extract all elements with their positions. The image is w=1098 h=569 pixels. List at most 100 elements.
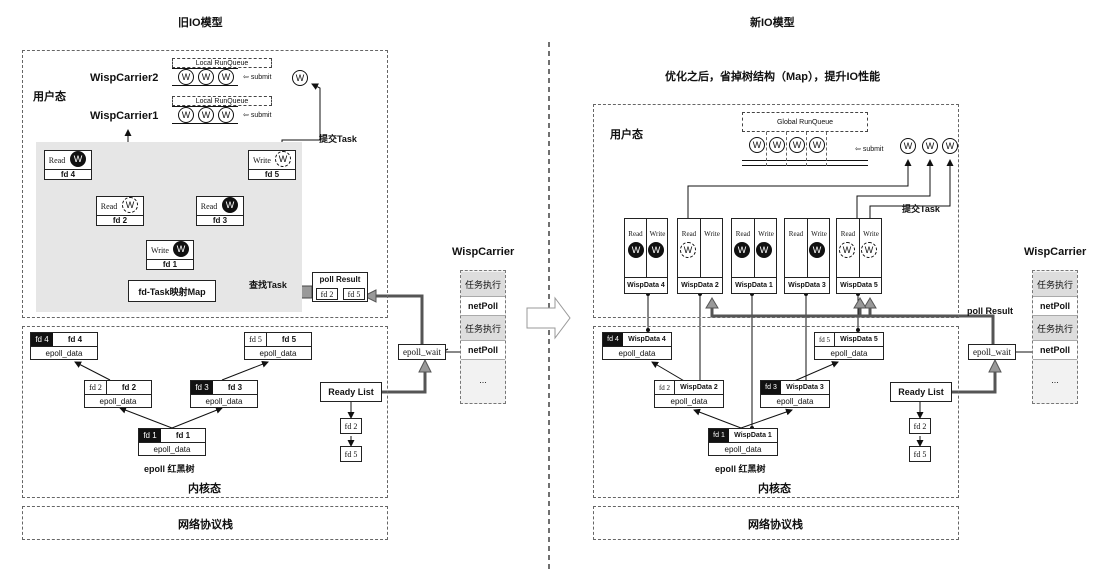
right-carrier-ellipsis: ... xyxy=(1051,375,1059,385)
left-carrier-ellipsis: ... xyxy=(479,375,487,385)
wd4-read: Read xyxy=(628,230,643,238)
left-ready-fd5: fd 5 xyxy=(340,446,362,462)
wd1-w-read: W xyxy=(734,242,750,258)
right-submitted-w3: W xyxy=(942,138,958,154)
runqueue-1-slots xyxy=(172,106,238,124)
kfd1-black: fd 1 xyxy=(139,429,161,442)
left-wisp-carrier-title: WispCarrier xyxy=(452,246,515,258)
kfd1-data: epoll_data xyxy=(139,442,205,455)
rkfd2-white: fd 2 xyxy=(655,381,675,394)
fd3-w: W xyxy=(222,197,238,213)
rkfd3-label: WispData 3 xyxy=(786,384,824,391)
left-submit-task: 提交Task xyxy=(319,134,357,144)
left-ready-fd2: fd 2 xyxy=(340,418,362,434)
right-wisp-carrier-title: WispCarrier xyxy=(1024,246,1087,258)
global-runqueue-body xyxy=(742,132,868,166)
map-node-fd4: Read fd 4 xyxy=(44,150,92,180)
right-net-stack xyxy=(593,506,959,540)
rkernel-node-fd1: fd 1 WispData 1 epoll_data xyxy=(708,428,778,456)
rkfd1-data: epoll_data xyxy=(709,442,777,455)
rkernel-node-fd5: fd 5 WispData 5 epoll_data xyxy=(814,332,884,360)
find-task-label: 查找Task xyxy=(249,280,287,290)
left-epoll-wait: epoll_wait xyxy=(398,344,446,360)
local-runqueue-1: Local RunQueue xyxy=(172,96,272,106)
rkfd3-data: epoll_data xyxy=(761,394,829,407)
wd2-label: WispData 2 xyxy=(678,277,722,293)
wd5-write: Write xyxy=(863,230,879,238)
rkernel-node-fd4: fd 4 WispData 4 epoll_data xyxy=(602,332,672,360)
left-net-label: 网络协议栈 xyxy=(178,519,233,531)
right-submit-text: submit xyxy=(862,146,884,153)
left-carrier-netpoll1: netPoll xyxy=(461,296,505,316)
left-poll-result: poll Result fd 2 fd 5 xyxy=(312,272,368,302)
right-submitted-w1: W xyxy=(900,138,916,154)
rkfd5-label: WispData 5 xyxy=(840,336,878,343)
grq-div1 xyxy=(766,132,767,166)
submit-label-1: ⇦ submit xyxy=(243,112,272,119)
fd-task-map: fd-Task映射Map xyxy=(128,280,216,302)
carrier1-label: WispCarrier1 xyxy=(90,110,159,122)
rkfd2-label: WispData 2 xyxy=(680,384,718,391)
kernel-node-fd1: fd 1 fd 1 epoll_data xyxy=(138,428,206,456)
fd2-w: W xyxy=(122,197,138,213)
runqueue2-w2: W xyxy=(198,69,214,85)
grq-w1: W xyxy=(749,137,765,153)
right-submitted-w2: W xyxy=(922,138,938,154)
kfd4-black: fd 4 xyxy=(31,333,53,346)
left-carrier-task1: 任务执行 xyxy=(461,272,505,296)
kfd2-label: fd 2 xyxy=(121,383,137,392)
rkernel-node-fd3: fd 3 WispData 3 epoll_data xyxy=(760,380,830,408)
rkernel-node-fd2: fd 2 WispData 2 epoll_data xyxy=(654,380,724,408)
kfd5-white: fd 5 xyxy=(245,333,267,346)
right-submit-task: 提交Task xyxy=(902,204,940,214)
right-ready-fd5: fd 5 xyxy=(909,446,931,462)
rkfd4-black: fd 4 xyxy=(603,333,623,346)
fd3-read: Read xyxy=(200,201,218,211)
left-ready-list: Ready List xyxy=(320,382,382,402)
right-ready-list: Ready List xyxy=(890,382,952,402)
kfd5-label: fd 5 xyxy=(281,335,297,344)
wd1-w-write: W xyxy=(756,242,772,258)
global-runqueue: Global RunQueue xyxy=(742,112,868,132)
right-carrier-netpoll1: netPoll xyxy=(1033,296,1077,316)
kfd3-black: fd 3 xyxy=(191,381,213,394)
kernel-node-fd5: fd 5 fd 5 epoll_data xyxy=(244,332,312,360)
kernel-node-fd2: fd 2 fd 2 epoll_data xyxy=(84,380,152,408)
right-user-space xyxy=(593,104,959,318)
left-carrier-task2: 任务执行 xyxy=(461,316,505,340)
fd1-w: W xyxy=(173,241,189,257)
right-title: 新IO模型 xyxy=(750,17,795,29)
map-node-fd3: Read fd 3 xyxy=(196,196,244,226)
runqueue1-w1: W xyxy=(178,107,194,123)
grq-w3: W xyxy=(789,137,805,153)
wd5-w-write: W xyxy=(861,242,877,258)
left-carrier-netpoll2: netPoll xyxy=(461,340,505,360)
kfd2-data: epoll_data xyxy=(85,394,151,407)
wispdata-3: Read Write WispData 3 xyxy=(784,218,830,294)
fd4-label: fd 4 xyxy=(45,169,91,179)
runqueue2-w1: W xyxy=(178,69,194,85)
left-user-label: 用户态 xyxy=(33,91,66,103)
fd1-write: Write xyxy=(151,245,169,255)
wd5-label: WispData 5 xyxy=(837,277,881,293)
fd5-write: Write xyxy=(253,155,271,165)
fd2-read: Read xyxy=(100,201,118,211)
fd3-label: fd 3 xyxy=(197,215,243,225)
wd3-write: Write xyxy=(811,230,827,238)
rkfd1-black: fd 1 xyxy=(709,429,729,442)
left-poll-result-title: poll Result xyxy=(319,274,361,284)
kfd4-data: epoll_data xyxy=(31,346,97,359)
runqueue2-w3: W xyxy=(218,69,234,85)
left-poll-fd5: fd 5 xyxy=(343,288,365,300)
kernel-node-fd3: fd 3 fd 3 epoll_data xyxy=(190,380,258,408)
wd5-read: Read xyxy=(840,230,856,238)
right-carrier-task1: 任务执行 xyxy=(1033,272,1077,296)
fd4-w: W xyxy=(70,151,86,167)
global-runqueue-line xyxy=(742,160,868,161)
rkfd2-data: epoll_data xyxy=(655,394,723,407)
submit-text-2: submit xyxy=(250,74,272,81)
rkfd5-white: fd 5 xyxy=(815,333,835,346)
wd4-write: Write xyxy=(649,230,666,238)
right-kernel-space xyxy=(593,326,959,498)
rkfd4-label: WispData 4 xyxy=(628,336,666,343)
